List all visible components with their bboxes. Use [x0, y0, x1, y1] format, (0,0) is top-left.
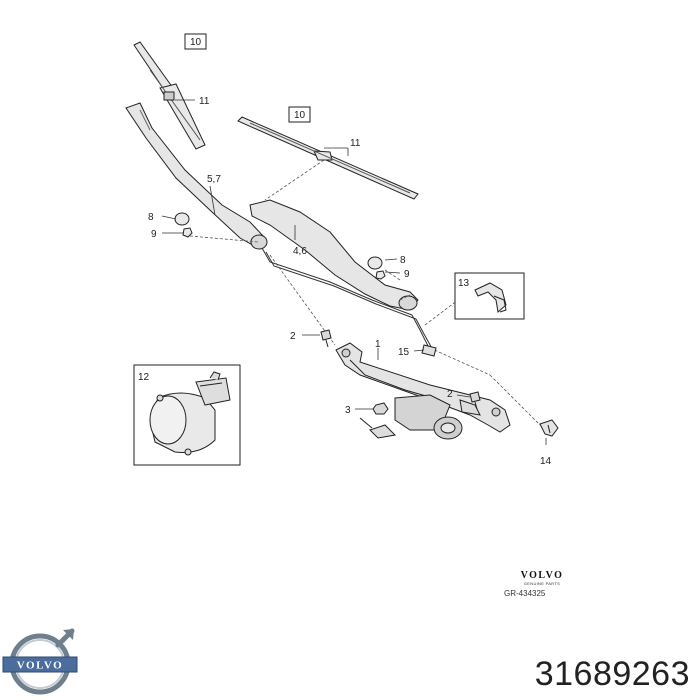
- left-wiper-blade: [133, 41, 206, 150]
- callout-1: 1: [375, 339, 381, 350]
- callout-2-left: 2: [290, 331, 296, 342]
- callout-5-7: 5,7: [207, 174, 221, 185]
- callout-10-right: 10: [294, 110, 306, 121]
- detail-box-12: [133, 364, 241, 466]
- leader-lines: [189, 159, 541, 426]
- callout-11-left: 11: [199, 96, 210, 107]
- callout-12: 12: [138, 372, 150, 383]
- callout-9-left: 9: [151, 229, 157, 240]
- callout-4-6: 4,6: [293, 246, 307, 257]
- cap-and-nut-icons: [174, 212, 386, 280]
- clip-icon: [421, 344, 437, 357]
- nut-icon: [372, 402, 389, 415]
- callout-2-right: 2: [447, 389, 453, 400]
- callout-8-right: 8: [400, 255, 406, 266]
- genuine-parts-brand: VOLVO: [520, 570, 564, 581]
- wiper-motor-linkage: [335, 342, 511, 440]
- linkage-rods: [261, 247, 435, 353]
- callout-10-left: 10: [190, 37, 202, 48]
- volvo-logo: VOLVO: [2, 628, 78, 695]
- bracket-icon: [539, 419, 559, 437]
- callout-8-left: 8: [148, 212, 154, 223]
- right-wiper-blade: [237, 116, 419, 200]
- genuine-parts-stamp: VOLVO GENUINE PARTS GR-434325: [504, 570, 574, 598]
- part-number: 31689263: [534, 655, 690, 693]
- bolt-icon: [320, 329, 481, 410]
- callout-11-right: 11: [350, 138, 361, 149]
- callout-9-right: 9: [404, 269, 410, 280]
- callout-3: 3: [345, 405, 351, 416]
- callout-13: 13: [458, 278, 470, 289]
- callout-15: 15: [398, 347, 410, 358]
- callout-leaders: [161, 99, 547, 445]
- genuine-parts-subtitle: GENUINE PARTS: [523, 581, 561, 586]
- callout-14: 14: [540, 456, 552, 467]
- genuine-parts-code: GR-434325: [504, 589, 546, 598]
- right-wiper-arm: [249, 199, 419, 311]
- volvo-logo-text: VOLVO: [17, 660, 63, 672]
- callout-box-10-left: 10: [184, 33, 207, 50]
- detail-box-13: [454, 272, 525, 320]
- callout-box-10-right: 10: [288, 106, 311, 123]
- left-wiper-arm: [125, 102, 268, 250]
